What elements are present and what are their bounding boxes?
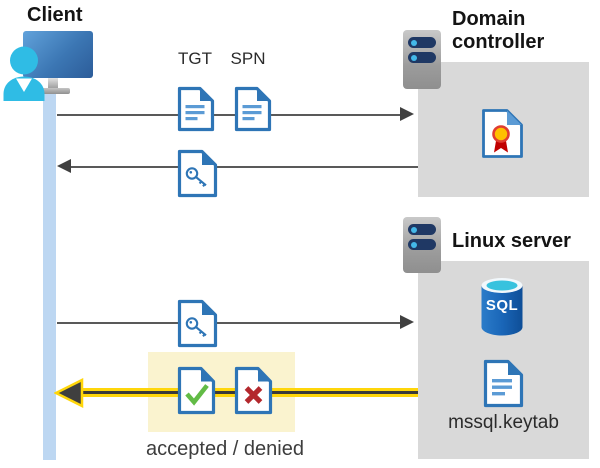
keytab-document-icon xyxy=(483,359,524,408)
linux-server-title: Linux server xyxy=(452,230,571,252)
client-lifeline xyxy=(43,90,56,460)
sql-database-icon xyxy=(481,278,523,336)
spn-label: SPN xyxy=(230,49,266,68)
key-ticket-document-icon xyxy=(177,299,218,348)
arrow-right-icon xyxy=(400,107,414,121)
monitor-stand xyxy=(48,78,58,89)
request-tgt-spn-arrow xyxy=(57,114,403,116)
tgt-ticket-document-icon xyxy=(177,86,215,132)
arrow-right-icon xyxy=(400,315,414,329)
present-ticket-arrow xyxy=(57,322,403,324)
monitor-base xyxy=(38,88,70,94)
certificate-document-icon xyxy=(482,109,523,158)
ticket-response-arrow xyxy=(68,166,418,168)
user-person-icon xyxy=(3,46,45,101)
keytab-filename-label: mssql.keytab xyxy=(448,412,559,433)
server-slot xyxy=(408,37,436,48)
server-slot xyxy=(408,52,436,63)
accepted-denied-label: accepted / denied xyxy=(146,438,304,460)
client-title: Client xyxy=(27,4,83,26)
accepted-check-document-icon xyxy=(177,366,216,415)
sql-database-label: SQL xyxy=(485,297,519,314)
tgt-label: TGT xyxy=(178,49,212,68)
linux-server-icon xyxy=(403,217,441,273)
server-slot xyxy=(408,224,436,235)
arrow-left-yellow-icon xyxy=(54,378,84,408)
domain-controller-title: Domain controller xyxy=(452,8,545,53)
spn-ticket-document-icon xyxy=(234,86,272,132)
arrow-left-icon xyxy=(57,159,71,173)
key-ticket-document-icon xyxy=(177,149,218,198)
denied-cross-document-icon xyxy=(234,366,273,415)
server-slot xyxy=(408,239,436,250)
domain-controller-server-icon xyxy=(403,30,441,89)
